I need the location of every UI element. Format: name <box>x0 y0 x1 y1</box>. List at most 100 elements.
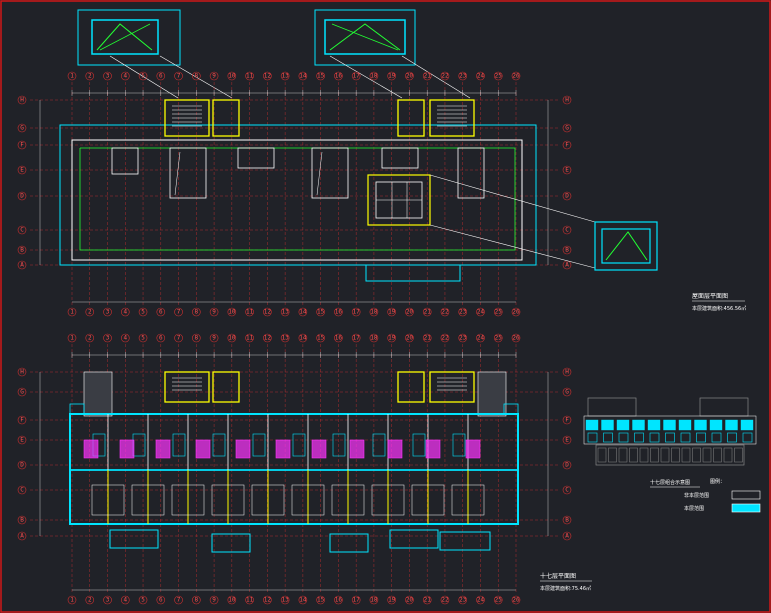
std-axis-label-bottom-15: 15 <box>317 597 325 604</box>
roof-axis-bubble-bottom-25 <box>493 307 503 317</box>
std-axis-label-bottom-1: 1 <box>70 597 74 604</box>
key-cell-bottom-7 <box>696 432 706 443</box>
roof-axis-bubble-bottom-1 <box>67 307 77 317</box>
roof-row-bubble-right-G <box>562 123 572 133</box>
std-axis-bubble-top-15 <box>316 333 325 343</box>
std-axis-label-bottom-3: 3 <box>106 597 110 604</box>
roof-bottom-canopy <box>365 264 461 282</box>
roof-axis-label-top-12: 12 <box>264 73 272 80</box>
room-bottom-3 <box>211 484 245 516</box>
std-axis-bubble-bottom-9 <box>209 595 219 605</box>
roof-row-label-right-A: A <box>565 262 569 269</box>
leader-line-1 <box>109 55 179 99</box>
slope-mark-2 <box>316 151 323 196</box>
std-axis-bubble-top-3 <box>103 333 112 343</box>
roof-axis-label-bottom-12: 12 <box>264 309 272 316</box>
roof-axis-bubble-bottom-13 <box>280 307 290 317</box>
std-axis-label-bottom-4: 4 <box>123 597 127 604</box>
roof-axis-label-top-2: 2 <box>88 73 92 80</box>
std-axis-label-top-12: 12 <box>264 335 272 342</box>
roof-axis-label-bottom-24: 24 <box>477 309 485 316</box>
std-axis-label-top-24: 24 <box>477 335 485 342</box>
std-axis-label-top-21: 21 <box>424 335 432 342</box>
leader-line-2 <box>159 55 233 99</box>
roof-row-label-right-G: G <box>565 125 569 132</box>
roof-axis-label-bottom-13: 13 <box>282 309 290 316</box>
std-elev-right <box>397 371 425 403</box>
leader-line-4 <box>401 55 471 99</box>
std-axis-label-top-13: 13 <box>282 335 290 342</box>
std-axis-bubble-bottom-17 <box>351 595 361 605</box>
std-balconies <box>69 403 519 553</box>
roof-axis-label-top-19: 19 <box>388 73 396 80</box>
detail-leader-a <box>429 174 596 223</box>
std-axis-label-bottom-20: 20 <box>406 597 414 604</box>
room-bottom-7 <box>371 484 405 516</box>
std-outer-wall <box>69 413 519 525</box>
key-cell-top-10 <box>740 419 754 431</box>
roof-axis-bubble-top-4 <box>120 71 130 81</box>
roof-row-bubble-right-E <box>562 165 572 175</box>
std-axis-label-bottom-23: 23 <box>459 597 467 604</box>
std-row-bubble-left-H <box>17 367 27 377</box>
roof-axis-bubble-top-22 <box>440 71 450 81</box>
bathroom-10 <box>465 439 481 459</box>
roof-axis-bubble-bottom-18 <box>369 307 379 317</box>
roof-plan: 1122334455667788991010111112121313141415… <box>17 9 658 317</box>
key-cell-bottom-9 <box>727 432 737 443</box>
std-row-label-left-F: F <box>20 417 24 424</box>
roof-axis-bubble-top-12 <box>263 71 272 81</box>
std-axis-label-bottom-6: 6 <box>159 597 163 604</box>
stair-treads-right <box>437 105 467 127</box>
bathroom-2 <box>155 439 171 459</box>
roof-row-bubble-left-B <box>17 245 27 255</box>
roof-axis-label-bottom-1: 1 <box>70 309 74 316</box>
key-plan-gray-bottom <box>595 444 745 466</box>
std-unit-partitions <box>91 414 485 524</box>
std-stair-treads <box>172 377 467 391</box>
roof-axis-bubble-bottom-10 <box>227 307 237 317</box>
std-axis-label-top-9: 9 <box>212 335 216 342</box>
roof-row-bubble-left-C <box>17 225 27 235</box>
std-axis-label-bottom-2: 2 <box>88 597 92 604</box>
roof-axis-bubble-bottom-14 <box>298 307 308 317</box>
std-axis-label-bottom-8: 8 <box>195 597 199 604</box>
std-axis-bubble-top-1 <box>67 333 77 343</box>
roof-axis-bubble-bottom-8 <box>192 307 201 317</box>
roof-axis-bubble-bottom-23 <box>458 307 468 317</box>
balcony-top-right <box>503 403 519 415</box>
std-row-bubble-right-F <box>562 415 572 425</box>
std-axis-bubble-bottom-24 <box>476 595 485 605</box>
std-axis-label-top-11: 11 <box>246 335 254 342</box>
roof-axis-label-bottom-15: 15 <box>317 309 325 316</box>
roof-axis-label-bottom-6: 6 <box>159 309 163 316</box>
roof-row-label-left-F: F <box>20 142 24 149</box>
std-axis-label-top-15: 15 <box>317 335 325 342</box>
roof-axis-bubble-top-26 <box>511 71 521 81</box>
std-axis-label-top-5: 5 <box>141 335 145 342</box>
std-axis-label-top-1: 1 <box>70 335 74 342</box>
roof-axis-label-top-9: 9 <box>212 73 216 80</box>
key-gray-room-7 <box>671 447 680 463</box>
room-bottom-9 <box>451 484 485 516</box>
wardrobe-6 <box>332 433 346 457</box>
roof-axis-label-top-26: 26 <box>512 73 520 80</box>
balcony-4 <box>439 531 491 551</box>
roof-axis-bubble-top-23 <box>458 71 468 81</box>
skylight-1 <box>111 147 139 175</box>
roof-axis-bubble-bottom-7 <box>174 307 183 317</box>
roof-axis-label-top-25: 25 <box>495 73 503 80</box>
roof-axis-label-top-7: 7 <box>177 73 181 80</box>
std-row-bubble-right-B <box>562 515 572 525</box>
roof-axis-bubble-top-13 <box>280 71 290 81</box>
bathroom-9 <box>425 439 441 459</box>
std-axis-bubble-bottom-26 <box>511 595 521 605</box>
roof-axis-label-top-24: 24 <box>477 73 485 80</box>
std-axis-bubble-bottom-23 <box>458 595 468 605</box>
wardrobe-8 <box>412 433 426 457</box>
std-axis-bubble-bottom-14 <box>298 595 308 605</box>
roof-row-label-left-D: D <box>20 193 24 200</box>
std-axis-label-bottom-11: 11 <box>246 597 254 604</box>
roof-axis-label-top-8: 8 <box>195 73 199 80</box>
roof-axis-label-top-11: 11 <box>246 73 254 80</box>
